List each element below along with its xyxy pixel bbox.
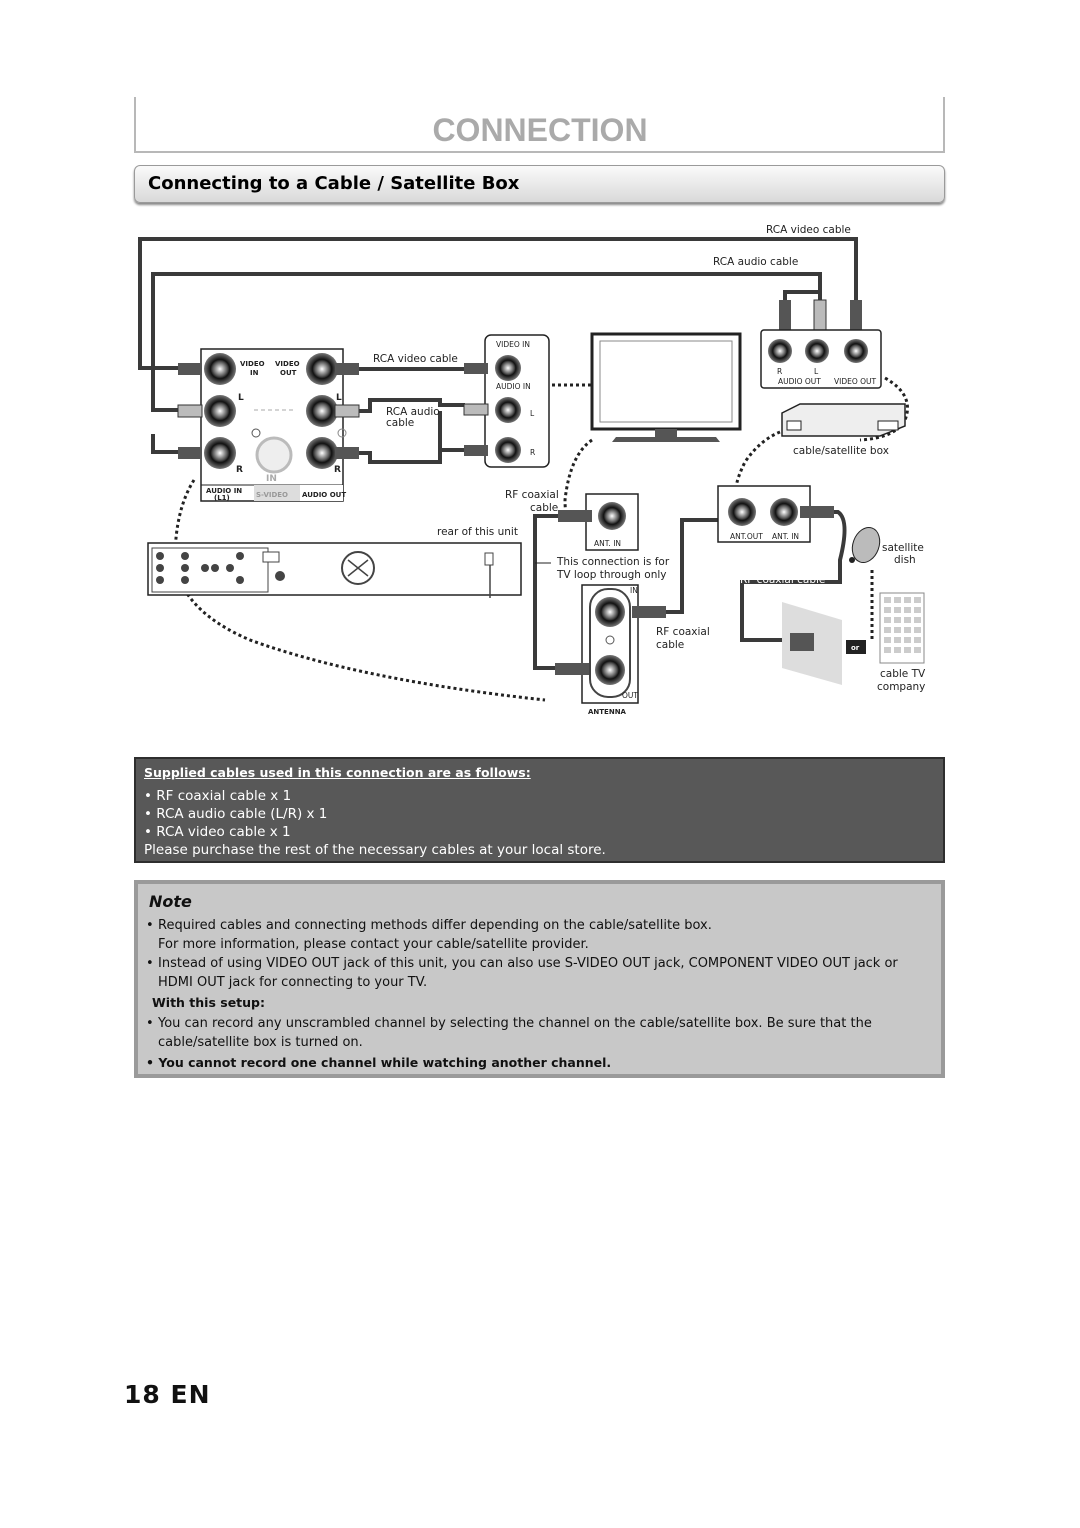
- svg-text:cable: cable: [386, 417, 414, 429]
- supplied-cables-list: • RF coaxial cable x 1 • RCA audio cable…: [144, 787, 606, 859]
- supplied-cables-heading: Supplied cables used in this connection …: [144, 765, 531, 780]
- svg-text:OUT: OUT: [622, 691, 638, 700]
- svg-text:cable/satellite box: cable/satellite box: [793, 445, 889, 457]
- cable-box-ant-panel: ANT.OUT ANT. IN: [717, 485, 834, 543]
- svg-text:This connection is for: This connection is for: [556, 556, 670, 568]
- note-box: Note •Required cables and connecting met…: [134, 880, 945, 1078]
- rca-video-cable-top: [138, 237, 858, 370]
- note-item: •Required cables and connecting methods …: [146, 918, 712, 952]
- svg-text:ANT.OUT: ANT.OUT: [730, 532, 763, 541]
- tv-input-panel: VIDEO IN AUDIO IN L R: [463, 334, 550, 468]
- svg-text:AUDIO OUT: AUDIO OUT: [302, 491, 346, 499]
- top-plugs: [779, 299, 862, 331]
- svg-text:RCA audio: RCA audio: [386, 406, 440, 418]
- svg-text:RF coaxial cable: RF coaxial cable: [740, 574, 825, 586]
- svg-text:OUT: OUT: [280, 369, 297, 377]
- panel-plugs: [177, 363, 360, 459]
- svg-text:L: L: [530, 409, 535, 418]
- svg-text:VIDEO IN: VIDEO IN: [496, 340, 530, 349]
- svg-text:VIDEO: VIDEO: [275, 360, 300, 368]
- cable-box-back: R L AUDIO OUT VIDEO OUT: [760, 329, 882, 389]
- svg-text:satellite: satellite: [882, 542, 924, 554]
- svg-text:or: or: [851, 644, 860, 652]
- cable-item: • RCA audio cable (L/R) x 1: [144, 806, 328, 822]
- svg-text:L: L: [814, 367, 819, 376]
- section-title: Connecting to a Cable / Satellite Box: [148, 173, 520, 194]
- svg-text:IN: IN: [250, 369, 259, 377]
- svg-text:VIDEO OUT: VIDEO OUT: [834, 377, 877, 386]
- note-title: Note: [149, 892, 192, 911]
- cable-satellite-box: cable/satellite box: [781, 403, 906, 457]
- ant-in-panel: ANT. IN: [558, 493, 639, 551]
- svg-text:RF coaxial: RF coaxial: [505, 489, 559, 501]
- svg-text:VIDEO: VIDEO: [240, 360, 265, 368]
- supplied-cables-box: Supplied cables used in this connection …: [134, 757, 945, 863]
- note-bold-item: • You cannot record one channel while wa…: [146, 1055, 612, 1070]
- svg-text:ANT. IN: ANT. IN: [772, 532, 799, 541]
- satellite-dish-icon: satellite dish: [849, 527, 924, 566]
- svg-text:S-VIDEO: S-VIDEO: [256, 491, 288, 499]
- page-number: 18 EN: [124, 1380, 211, 1409]
- svg-text:cable: cable: [656, 639, 684, 651]
- svg-text:dish: dish: [894, 554, 916, 566]
- svg-text:(L1): (L1): [214, 494, 230, 502]
- cable-tv-building-icon: cable TV company: [877, 592, 926, 693]
- cable-item: • RF coaxial cable x 1: [144, 788, 292, 804]
- label-rca-audio-cable-top: RCA audio cable: [713, 256, 798, 268]
- svg-text:TV loop through only: TV loop through only: [556, 569, 667, 581]
- header-frame: [134, 97, 945, 153]
- svg-text:R: R: [334, 465, 341, 475]
- cable-item: • RCA video cable x 1: [144, 824, 291, 840]
- television: [590, 332, 742, 442]
- svg-text:company: company: [877, 681, 925, 693]
- svg-text:R: R: [777, 367, 782, 376]
- svg-text:L: L: [238, 393, 244, 403]
- svg-text:ANT. IN: ANT. IN: [594, 539, 621, 548]
- rear-of-unit: rear of this unit: [147, 526, 522, 598]
- svg-text:cable TV: cable TV: [880, 668, 926, 680]
- svg-text:AUDIO IN: AUDIO IN: [206, 487, 242, 495]
- cables-footer: Please purchase the rest of the necessar…: [144, 842, 606, 858]
- svg-text:AUDIO OUT: AUDIO OUT: [778, 377, 821, 386]
- svg-text:IN: IN: [266, 474, 277, 484]
- rear-panel: VIDEO IN VIDEO OUT L L R R IN AUDIO IN (…: [200, 348, 347, 502]
- svg-text:cable: cable: [530, 502, 558, 514]
- section-bar: [134, 165, 945, 203]
- svg-text:ANTENNA: ANTENNA: [588, 708, 627, 716]
- svg-text:rear of this unit: rear of this unit: [437, 526, 518, 538]
- svg-text:R: R: [236, 465, 243, 475]
- page-title: CONNECTION: [432, 112, 648, 148]
- note-item: •Instead of using VIDEO OUT jack of this…: [146, 956, 898, 990]
- label-rca-video-cable-top: RCA video cable: [766, 224, 851, 236]
- svg-text:L: L: [336, 393, 342, 403]
- svg-text:AUDIO IN: AUDIO IN: [496, 382, 531, 391]
- rca-audio-cable-top: [151, 272, 822, 412]
- svg-text:RF coaxial: RF coaxial: [656, 626, 710, 638]
- label-rca-video-cable-mid: RCA video cable: [373, 353, 458, 365]
- wall-outlet: or: [782, 602, 866, 685]
- svg-text:R: R: [530, 448, 535, 457]
- connection-diagram: RCA video cable RCA audio cable VIDEO IN…: [138, 224, 926, 716]
- note-setup-item: •You can record any unscrambled channel …: [146, 1016, 872, 1050]
- note-subheading: With this setup:: [152, 995, 265, 1010]
- tv-antenna-panel: IN OUT ANTENNA: [555, 584, 666, 716]
- svg-text:IN: IN: [630, 586, 638, 595]
